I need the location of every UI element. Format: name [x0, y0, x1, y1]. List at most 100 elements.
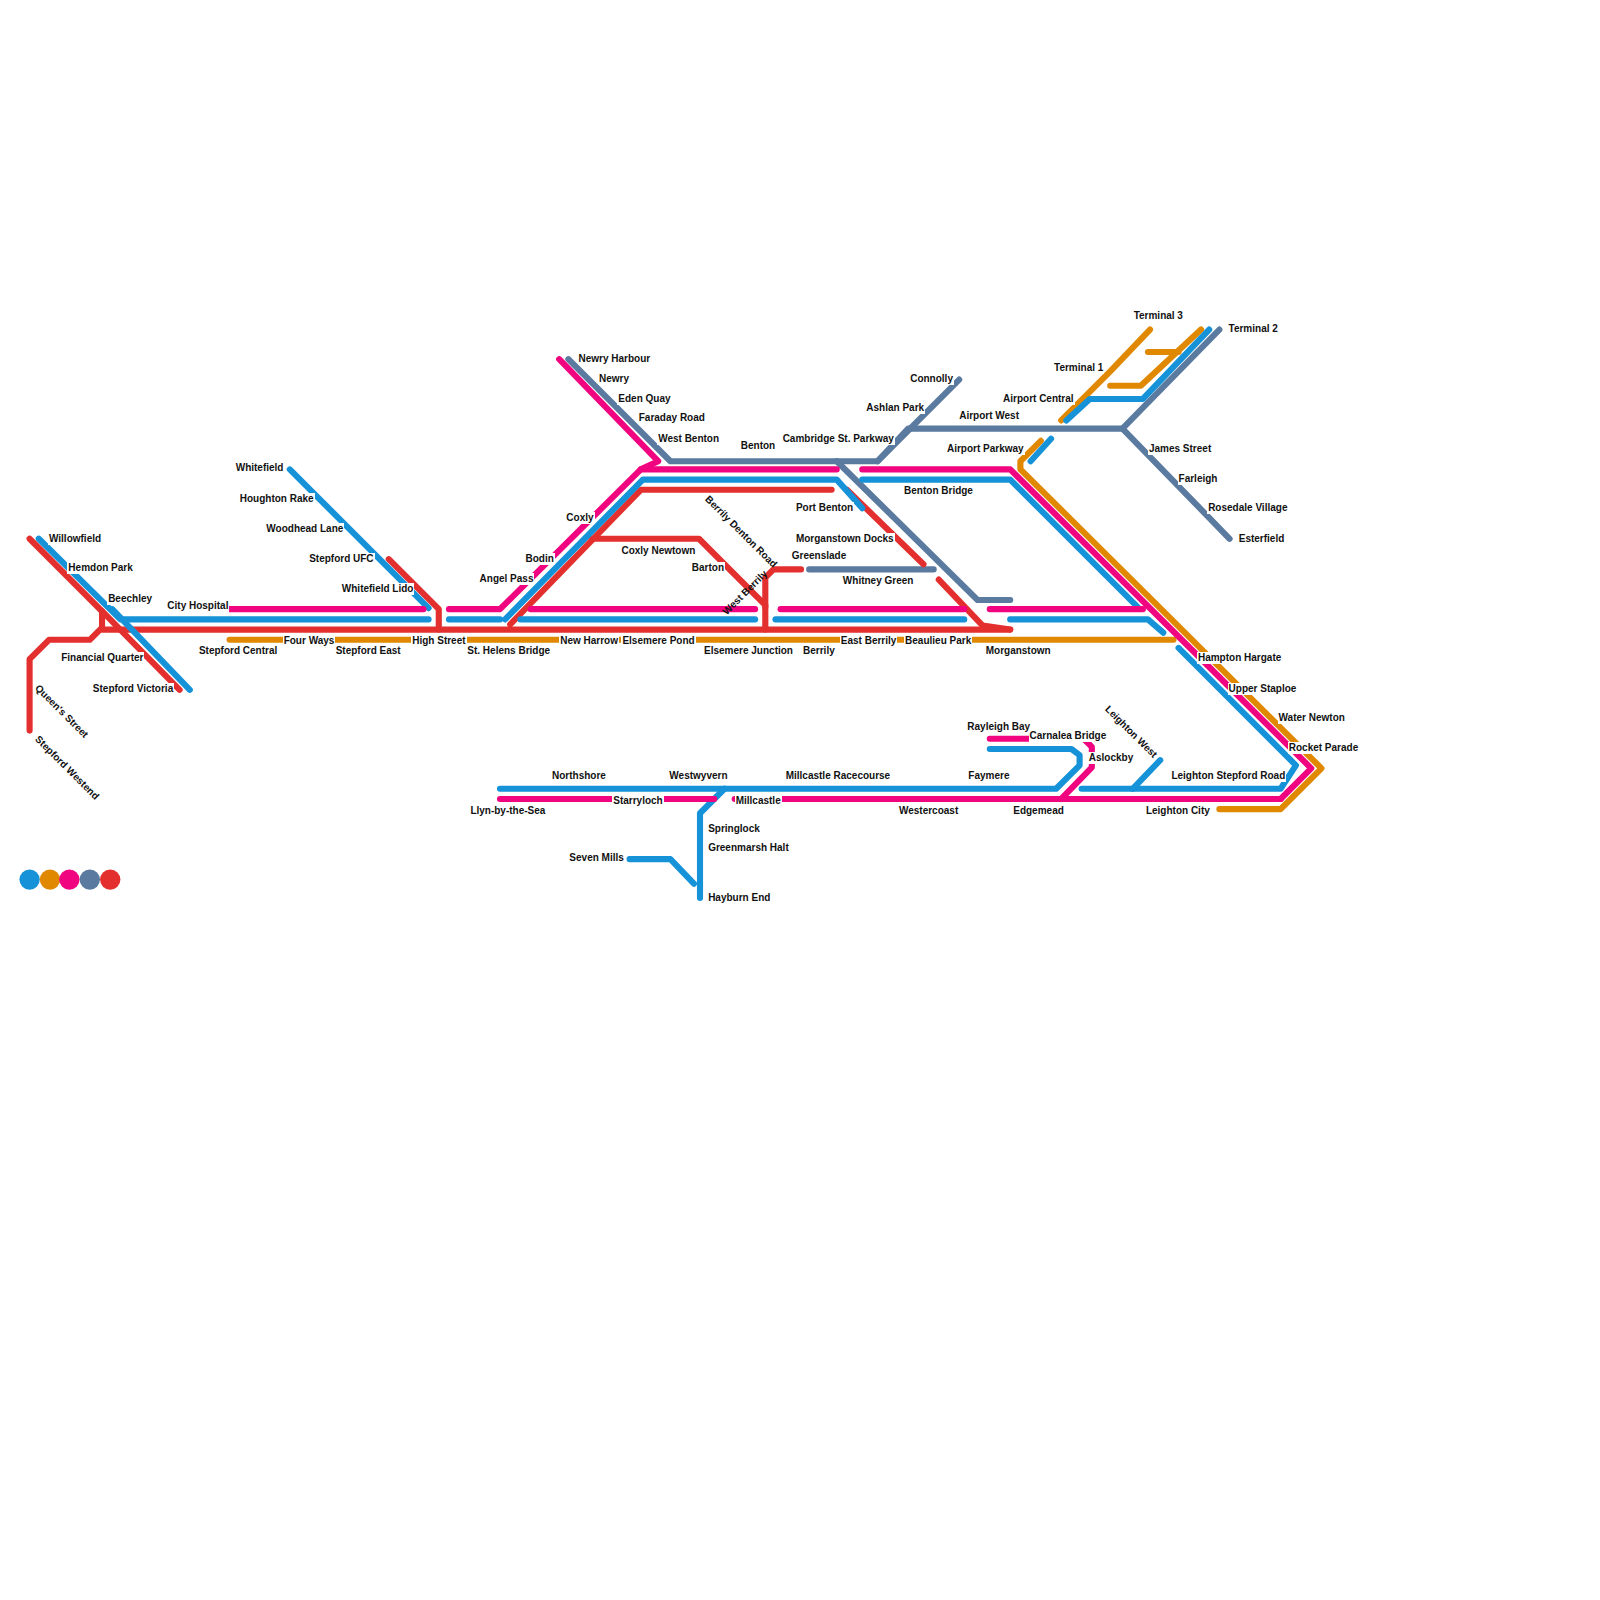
station-name: Rosedale Village — [1207, 502, 1288, 514]
blue-track — [449, 616, 500, 622]
station-name: Stepford Central — [198, 645, 278, 657]
station-name: James Street — [1148, 443, 1212, 455]
station-name: East Berrily — [840, 635, 898, 647]
station-name: Edgemead — [1012, 805, 1065, 817]
orange-line — [230, 330, 1322, 810]
pink-track — [449, 469, 837, 609]
slate-track — [568, 359, 959, 461]
station-name: Coxly — [565, 512, 594, 524]
station-name: High Street — [411, 635, 466, 647]
station-name: Benton Bridge — [903, 485, 974, 497]
station-name: Angel Pass — [479, 573, 535, 585]
red-line — [30, 490, 1011, 731]
station-name: Farleigh — [1178, 473, 1219, 485]
station-name: Eden Quay — [617, 393, 671, 405]
station-name: Benton — [740, 440, 776, 452]
station-name: Coxly Newtown — [620, 545, 696, 557]
key-dot — [40, 869, 60, 889]
station-name: Carnalea Bridge — [1029, 730, 1108, 742]
station-name: Port Benton — [795, 502, 854, 514]
station-name: St. Helens Bridge — [466, 645, 551, 657]
orange-track — [1061, 330, 1150, 421]
station-name: Terminal 2 — [1228, 323, 1279, 335]
key-dot — [19, 869, 39, 889]
station-name: Woodhead Lane — [265, 523, 344, 535]
blue-track — [630, 859, 694, 883]
station-name: Stepford East — [335, 645, 402, 657]
station-name: Hayburn End — [707, 892, 771, 904]
key-dot — [100, 869, 120, 889]
slate-line — [568, 330, 1229, 600]
key-dot — [80, 869, 100, 889]
slate-track — [1122, 429, 1229, 539]
station-name: Westwyvern — [668, 770, 728, 782]
station-name: Whitney Green — [842, 575, 915, 587]
station-name: Leighton Stepford Road — [1170, 770, 1286, 782]
pink-track — [500, 796, 714, 802]
station-name: Berrily — [802, 645, 836, 657]
station-name: Cambridge St. Parkway — [782, 433, 895, 445]
blue-track — [112, 609, 190, 690]
station-name: Morganstown — [985, 645, 1052, 657]
station-name: Elsemere Junction — [703, 645, 794, 657]
station-name: Beechley — [107, 593, 153, 605]
station-name: West Benton — [657, 433, 720, 445]
station-name: Elsemere Pond — [621, 635, 695, 647]
orange-track — [1148, 349, 1179, 355]
station-name: Stepford Victoria — [92, 683, 174, 695]
station-name: Esterfield — [1238, 533, 1286, 545]
orange-track — [230, 637, 1174, 643]
station-name: Hampton Hargate — [1197, 652, 1282, 664]
station-name: New Harrow — [559, 635, 619, 647]
station-name: Whitefield — [235, 462, 285, 474]
pink-track — [862, 469, 1311, 799]
station-name: Beaulieu Park — [904, 635, 972, 647]
station-name: Barton — [691, 562, 725, 574]
station-name: Airport Central — [1002, 393, 1075, 405]
red-track — [102, 611, 180, 690]
blue-track — [520, 616, 755, 622]
station-name: City Hospital — [166, 600, 229, 612]
station-name: Willowfield — [48, 533, 102, 545]
station-name: Queen's Street — [31, 681, 91, 741]
red-track — [102, 627, 1010, 633]
station-name: Faymere — [967, 770, 1010, 782]
line-key-dots — [19, 869, 120, 889]
slate-track — [878, 330, 1220, 462]
station-name: Four Ways — [283, 635, 336, 647]
blue-track — [1133, 760, 1161, 789]
station-name: Water Newton — [1278, 712, 1346, 724]
pink-track — [230, 606, 424, 612]
station-name: Rocket Parade — [1288, 742, 1359, 754]
station-name: Leighton City — [1145, 805, 1211, 817]
station-name: Terminal 3 — [1133, 310, 1184, 322]
station-name: Morganstown Docks — [795, 533, 895, 545]
station-name: Hemdon Park — [67, 562, 133, 574]
station-name: Seven Mills — [568, 852, 624, 864]
station-name: Northshore — [551, 770, 607, 782]
blue-line — [39, 330, 1296, 898]
station-name: Aslockby — [1088, 752, 1134, 764]
station-name: Upper Staploe — [1228, 683, 1298, 695]
station-name: Millcastle — [735, 795, 782, 807]
station-name: Airport Parkway — [946, 443, 1025, 455]
orange-track — [1110, 330, 1201, 386]
station-name: Greenmarsh Halt — [707, 842, 790, 854]
blue-track — [1066, 330, 1209, 421]
slate-track — [809, 566, 933, 572]
red-track — [765, 569, 801, 607]
station-name: Faraday Road — [638, 412, 706, 424]
pink-line — [230, 359, 1312, 799]
station-name: Westercoast — [898, 805, 959, 817]
station-name: Whitefield Lido — [341, 583, 415, 595]
station-name: Rayleigh Bay — [966, 721, 1031, 733]
blue-track — [1010, 619, 1163, 632]
pink-track — [735, 796, 1281, 802]
station-name: Berrily Denton Road — [702, 493, 780, 571]
station-name: Starryloch — [612, 795, 663, 807]
station-name: Financial Quarter — [60, 652, 144, 664]
station-name: Springlock — [707, 823, 761, 835]
blue-track — [1031, 439, 1051, 461]
station-name: Greenslade — [791, 550, 847, 562]
